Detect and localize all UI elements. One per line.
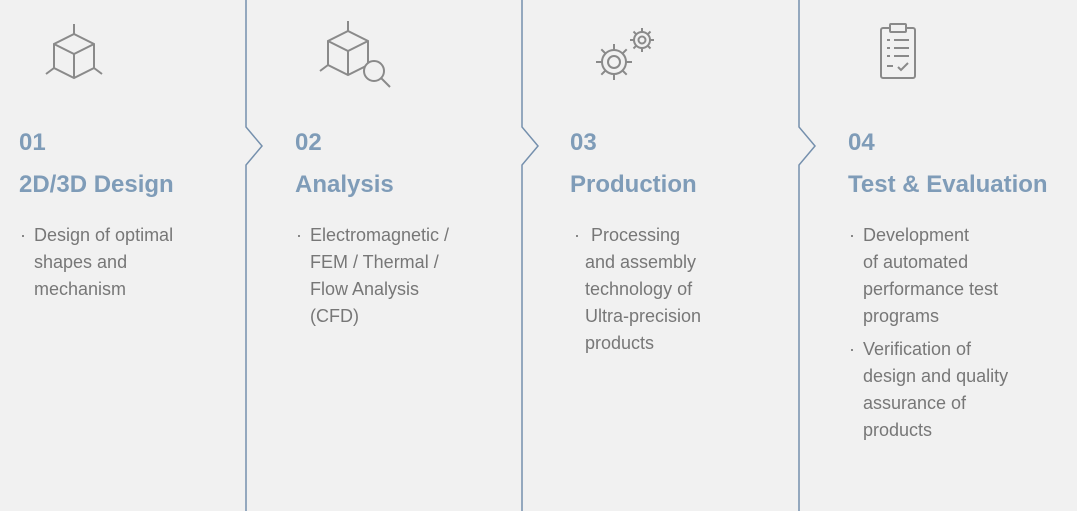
list-item: · Development of automated performance t… <box>849 222 1008 330</box>
divider-3-4 <box>798 0 816 511</box>
step-number: 04 <box>848 129 875 156</box>
item-line: and assembly <box>585 252 697 272</box>
item-line: products <box>863 420 933 440</box>
item-line: Verification of <box>863 339 972 359</box>
item-line: (CFD) <box>310 306 359 326</box>
divider-1-2 <box>245 0 263 511</box>
step-design: 01 2D/3D Design · Design of optimal shap… <box>0 0 246 511</box>
cube-icon <box>45 24 103 80</box>
bullet: · <box>574 225 580 245</box>
item-line: Flow Analysis <box>310 279 420 299</box>
item-line: products <box>585 333 655 353</box>
bullet: · <box>849 339 855 359</box>
item-line: performance test <box>863 279 999 299</box>
divider-2-3 <box>521 0 539 511</box>
bullet: · <box>296 225 302 245</box>
step-number: 03 <box>570 129 597 156</box>
checklist-icon <box>880 23 916 79</box>
gears-icon <box>596 28 654 80</box>
step-production: 03 Production · Processing and assembly … <box>522 0 799 511</box>
list-item: · Design of optimal shapes and mechanism <box>20 222 174 303</box>
step-number: 02 <box>295 129 322 156</box>
list-item: · Processing and assembly technology of … <box>574 222 702 357</box>
step-test-evaluation: 04 Test & Evaluation · Development of au… <box>799 0 1077 511</box>
item-line: design and quality <box>863 366 1009 386</box>
item-line: programs <box>863 306 940 326</box>
item-line: mechanism <box>34 279 127 299</box>
item-line: Development <box>863 225 970 245</box>
step-analysis: 02 Analysis · Electromagnetic / FEM / Th… <box>246 0 522 511</box>
step-title: Production <box>570 171 697 198</box>
step-number: 01 <box>19 129 46 156</box>
item-line: assurance of <box>863 393 967 413</box>
step-title: 2D/3D Design <box>19 171 174 198</box>
item-line: Processing <box>591 225 681 245</box>
bullet: · <box>849 225 855 245</box>
bullet: · <box>20 225 26 245</box>
item-line: Electromagnetic / <box>310 225 450 245</box>
item-line: Ultra-precision <box>585 306 702 326</box>
item-line: shapes and <box>34 252 128 272</box>
step-title: Analysis <box>295 171 394 198</box>
step-items: · Development of automated performance t… <box>849 222 1009 450</box>
cube-search-icon <box>319 21 391 88</box>
item-line: FEM / Thermal / <box>310 252 439 272</box>
item-line: Design of optimal <box>34 225 174 245</box>
list-item: · Electromagnetic / FEM / Thermal / Flow… <box>296 222 450 330</box>
step-items: · Design of optimal shapes and mechanism <box>20 222 174 309</box>
step-items: · Processing and assembly technology of … <box>574 222 702 363</box>
step-items: · Electromagnetic / FEM / Thermal / Flow… <box>296 222 450 336</box>
item-line: technology of <box>585 279 693 299</box>
list-item: · Verification of design and quality ass… <box>849 336 1009 444</box>
step-title: Test & Evaluation <box>848 171 1048 198</box>
item-line: of automated <box>863 252 969 272</box>
